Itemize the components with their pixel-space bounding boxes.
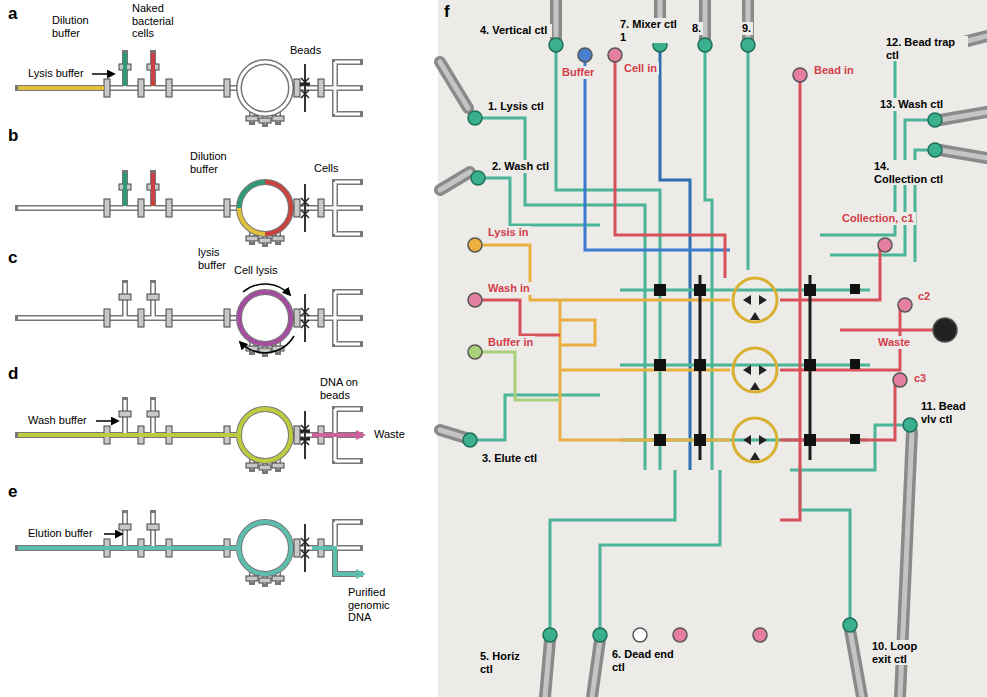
callout-label: 7. Mixer ctl 1 (618, 18, 680, 43)
callout-label: Buffer (560, 66, 596, 79)
chip-schematic (18, 53, 360, 124)
valves (654, 284, 860, 446)
dna-beads (300, 431, 310, 439)
row-e-fluids (18, 522, 366, 579)
callout-label: 8. (690, 22, 703, 35)
flow-arrow (96, 420, 118, 422)
callout-label: DNA on beads (318, 376, 368, 401)
callout-label: Purified genomic DNA (346, 586, 404, 624)
cell-inlet (151, 173, 155, 206)
callout-label: Elution buffer (26, 527, 95, 540)
flow-arrow (92, 73, 114, 75)
callout-label: Wash buffer (26, 414, 89, 427)
mixing-ring (239, 292, 291, 344)
callout-label: Wash in (486, 282, 532, 295)
valve-lines (700, 275, 810, 460)
output-arrowhead (356, 569, 366, 579)
row-a-fluids (18, 53, 310, 88)
callout-label: Collection, c1 (840, 212, 916, 225)
callout-label: 11. Bead vlv ctl (919, 400, 983, 425)
callout-label: Cell lysis (232, 264, 279, 277)
callout-label: 12. Bead trap ctl (884, 36, 968, 61)
wash-ring (239, 409, 291, 461)
elution-ring (239, 522, 291, 574)
control-lines (470, 45, 935, 635)
chip-photo-ground (438, 0, 987, 697)
lysis-channel (18, 86, 104, 90)
mixer-rings (733, 278, 777, 462)
wash-channel (18, 433, 239, 437)
callout-label: c3 (912, 372, 928, 385)
panel-letter: f (442, 2, 452, 22)
callout-label: 14. Collection ctl (872, 160, 946, 185)
chip-schematic (18, 513, 360, 584)
waste-channel (312, 433, 356, 437)
output-channel (312, 548, 356, 574)
panel-letter: a (6, 4, 19, 24)
rotation-arrow (243, 284, 290, 295)
callout-label: Waste (372, 428, 407, 441)
panel-letter: c (6, 248, 19, 268)
panel-letter: d (6, 364, 20, 384)
dilution-segment (239, 182, 265, 208)
callout-label: 9. (740, 22, 753, 35)
callout-label: Dilution buffer (188, 150, 248, 175)
fluid-ports (468, 48, 957, 642)
cells-segment (265, 182, 291, 234)
row-b-fluids (125, 173, 291, 234)
mixer-valves (743, 295, 767, 460)
callout-label: Buffer in (486, 336, 535, 349)
elution-channel (18, 546, 239, 550)
callout-label: 10. Loop exit ctl (870, 640, 940, 665)
callout-label: Beads (288, 44, 323, 57)
panel-letter: b (6, 126, 20, 146)
rotation-arrow (240, 336, 294, 353)
dilution-inlet (123, 53, 127, 86)
panel-letter: e (6, 482, 19, 502)
tubing (440, 0, 987, 697)
callout-label: Bead in (812, 64, 856, 77)
row-c-fluids (239, 284, 294, 353)
callout-label: 6. Dead end ctl (610, 648, 676, 673)
chip-schematic (18, 173, 360, 244)
callout-label: 2. Wash ctl (490, 160, 551, 173)
callout-label: Lysis buffer (26, 67, 86, 80)
callout-label: 3. Elute ctl (480, 452, 539, 465)
waste-arrowhead (356, 430, 366, 440)
chip-schematic (18, 283, 360, 354)
callout-label: 4. Vertical ctl (478, 24, 552, 37)
callout-label: Cells (312, 162, 340, 175)
lysis-segment (239, 208, 265, 234)
callout-label: Waste (876, 336, 912, 349)
callout-label: Cell in (622, 62, 659, 75)
control-ports (463, 38, 942, 642)
dilution-inlet (123, 173, 127, 206)
beads (300, 83, 310, 86)
cell-inlet (151, 53, 155, 86)
callout-label: Lysis in (486, 226, 531, 239)
callout-label: 5. Horiz ctl (478, 650, 534, 675)
callout-label: c2 (916, 290, 932, 303)
callout-label: Naked bacterial cells (130, 2, 196, 40)
flow-arrow (104, 533, 122, 535)
row-d-fluids (18, 409, 366, 461)
callout-label: Dilution buffer (50, 14, 112, 39)
chip-schematic (18, 400, 360, 471)
callout-label: 1. Lysis ctl (486, 100, 546, 113)
callout-label: 13. Wash ctl (878, 98, 945, 111)
fluid-lines (475, 55, 935, 520)
